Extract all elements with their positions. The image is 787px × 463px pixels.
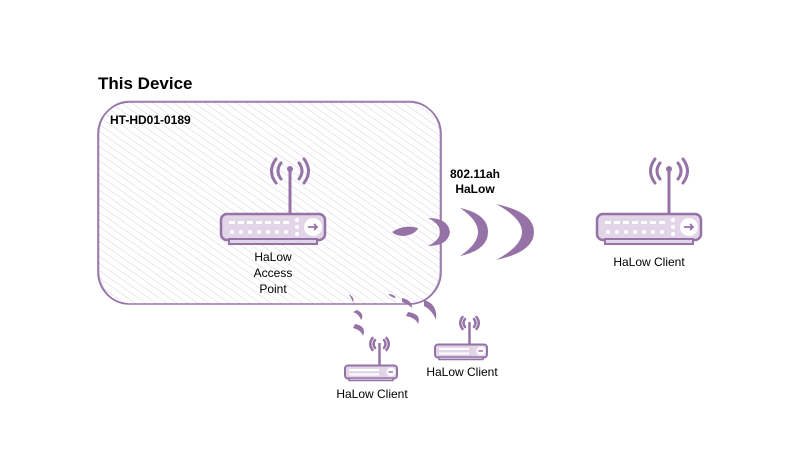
client-router-icon[interactable] — [343, 336, 399, 382]
client-router-icon[interactable] — [595, 155, 703, 247]
client-label: HaLow Client — [613, 255, 685, 269]
access-point-label-line: Access — [253, 266, 293, 280]
protocol-label-line: 802.11ah — [449, 167, 501, 181]
access-point-label-line: Point — [259, 282, 287, 296]
protocol-label-line: HaLow — [455, 182, 495, 196]
access-point-label-line: HaLow — [254, 250, 292, 264]
access-point-label: HaLow Access Point — [220, 249, 326, 297]
device-id: HT-HD01-0189 — [110, 113, 191, 127]
device-container — [97, 100, 442, 305]
client-label: HaLow Client — [336, 387, 408, 401]
client-router-icon[interactable] — [433, 315, 489, 361]
wireless-signal-waves-icon — [349, 294, 364, 336]
wireless-signal-waves-icon — [388, 294, 437, 324]
wireless-signal-waves-icon — [392, 204, 534, 260]
client-label: HaLow Client — [426, 365, 498, 379]
section-title: This Device — [98, 74, 193, 93]
protocol-label: 802.11ah HaLow — [430, 167, 520, 197]
access-point-router-icon[interactable] — [219, 155, 327, 247]
